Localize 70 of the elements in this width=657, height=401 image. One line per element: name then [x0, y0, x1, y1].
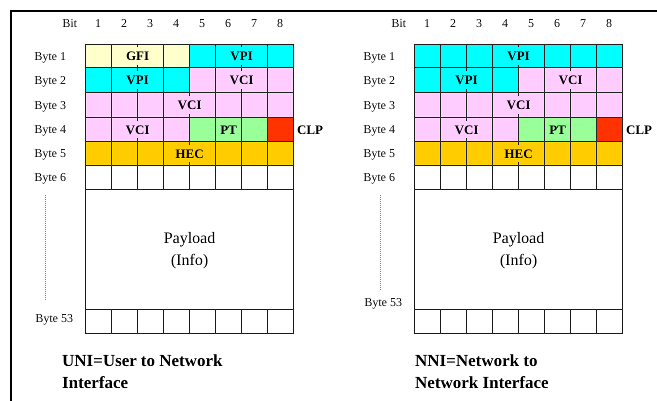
empty-byte-row — [85, 165, 294, 190]
bit-number: 4 — [502, 17, 508, 29]
field-label: VCI — [454, 120, 480, 138]
bit-number: 7 — [580, 17, 586, 29]
byte-label: Byte 6 — [363, 171, 395, 183]
byte-label: Byte 3 — [363, 98, 395, 110]
bit-number: 6 — [554, 17, 560, 29]
bit-number: 2 — [121, 17, 127, 29]
bit-number: 6 — [225, 17, 231, 29]
header-field — [518, 117, 597, 142]
bit-number: 7 — [251, 17, 257, 29]
field-label: VCI — [558, 71, 584, 89]
byte-label: Byte 2 — [363, 74, 395, 86]
header-field — [414, 141, 623, 166]
field-label: CLP — [626, 123, 652, 136]
field-label: HEC — [503, 144, 534, 162]
byte-label: Byte 1 — [34, 50, 66, 62]
empty-byte-row — [414, 165, 623, 190]
header-field — [189, 117, 268, 142]
field-label: HEC — [174, 144, 205, 162]
flag-cell — [596, 117, 623, 142]
bit-number: 5 — [199, 17, 205, 29]
header-field — [518, 67, 623, 93]
field-label: GFI — [124, 47, 150, 65]
flag-cell — [267, 117, 294, 142]
field-label: VPI — [506, 47, 531, 65]
bit-number: 3 — [476, 17, 482, 29]
header-field — [414, 117, 519, 142]
header-field — [85, 117, 190, 142]
header-field — [85, 141, 294, 166]
axis-label: Bit — [391, 17, 406, 29]
bit-number: 4 — [173, 17, 179, 29]
field-label: VCI — [176, 96, 202, 114]
byte-label: Byte 5 — [363, 147, 395, 159]
byte-label: Byte 1 — [363, 50, 395, 62]
field-label: VPI — [125, 71, 150, 89]
field-label: CLP — [297, 123, 323, 136]
byte-label: Byte 5 — [34, 147, 66, 159]
header-field — [414, 44, 623, 68]
field-label: VPI — [229, 47, 254, 65]
field-label: VCI — [506, 96, 532, 114]
byte-label: Byte 53 — [364, 296, 402, 308]
byte-label: Byte 53 — [35, 312, 73, 324]
bit-number: 2 — [450, 17, 456, 29]
axis-label: Bit — [62, 17, 77, 29]
byte-label: Byte 4 — [34, 123, 66, 135]
bit-number: 8 — [277, 17, 283, 29]
bit-number: 1 — [95, 17, 101, 29]
header-field — [189, 67, 294, 93]
header-field — [85, 44, 190, 68]
caption: NNI=Network to Network Interface — [415, 350, 550, 394]
empty-byte-row — [85, 309, 294, 334]
header-field — [414, 67, 519, 93]
byte-label: Byte 3 — [34, 98, 66, 110]
field-label: VCI — [228, 71, 254, 89]
field-label: VPI — [454, 71, 479, 89]
bit-number: 3 — [147, 17, 153, 29]
header-field — [189, 44, 294, 68]
byte-label: Byte 2 — [34, 74, 66, 86]
bit-number: 5 — [528, 17, 534, 29]
byte-label: Byte 6 — [34, 171, 66, 183]
bit-number: 1 — [424, 17, 430, 29]
byte-label: Byte 4 — [363, 123, 395, 135]
caption: UNI=User to Network Interface — [62, 350, 224, 394]
header-field — [85, 67, 190, 93]
bit-number: 8 — [606, 17, 612, 29]
empty-byte-row — [414, 309, 623, 334]
header-field — [85, 92, 294, 118]
field-label: VCI — [124, 120, 150, 138]
header-field — [414, 92, 623, 118]
